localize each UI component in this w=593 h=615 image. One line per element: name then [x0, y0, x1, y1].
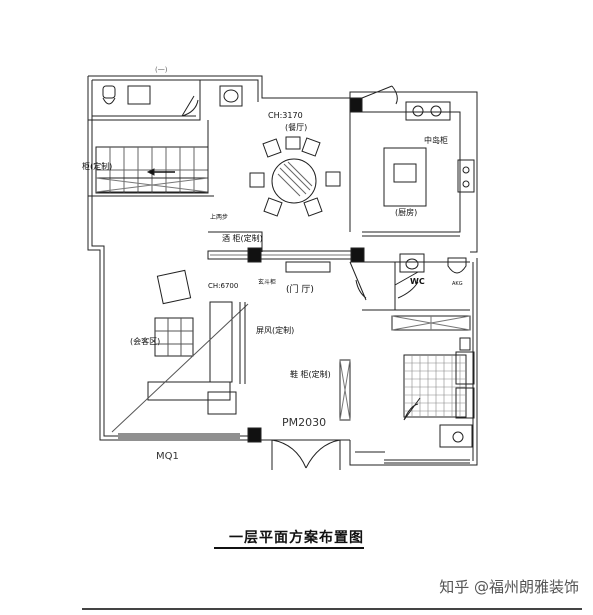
wine-cabinet-label: 酒 柜(定制)	[222, 233, 263, 243]
living-label: (会客区)	[130, 336, 160, 346]
shoe-cabinet	[339, 359, 351, 421]
screen-partition	[239, 302, 246, 384]
kitchen-door-swing	[361, 85, 398, 105]
wc-basin	[399, 253, 425, 273]
bed-rug	[403, 354, 467, 418]
nightstand	[455, 351, 475, 385]
entry-cabinet-label: 玄斗柜	[258, 278, 276, 286]
foyer-label: (门 厅)	[286, 283, 314, 295]
entry-cabinet-block	[285, 261, 331, 273]
plan-title: 一层平面方案布置图	[229, 530, 364, 546]
kitchen-counter	[405, 101, 451, 121]
kitchen-side-counter	[457, 159, 475, 193]
right-wall	[349, 258, 478, 466]
living-diagonal	[111, 303, 249, 433]
cooktop-burner	[412, 105, 424, 117]
toilet-bowl	[102, 97, 116, 105]
nightstand	[455, 387, 475, 419]
exterior-wall	[87, 75, 478, 441]
bedroom-door-swing	[403, 397, 421, 421]
small-code-label: AKG	[452, 281, 463, 287]
column	[247, 427, 262, 443]
living-height-label: CH:6700	[208, 282, 238, 290]
bathtub	[127, 85, 151, 105]
window-code-label: MQ1	[156, 451, 179, 462]
main-door	[271, 439, 341, 470]
upper-basin	[219, 85, 243, 107]
toilet	[102, 85, 116, 99]
shoe-cabinet-label: 鞋 柜(定制)	[290, 369, 331, 379]
hob-burner	[462, 180, 470, 188]
screen-label: 屏风(定制)	[256, 325, 294, 335]
up-two-steps-label: 上两步	[210, 213, 228, 221]
bottom-notch	[349, 440, 385, 465]
bottom-rule	[82, 608, 582, 610]
kitchen-label: (厨房)	[395, 207, 417, 217]
custom-cabinet-label: 柜(定制)	[82, 161, 112, 171]
column	[350, 247, 365, 263]
wc-wall	[362, 261, 470, 311]
wc-basin-bowl	[405, 258, 419, 270]
stair-partition	[88, 120, 214, 197]
dining-height-label: CH:3170	[268, 111, 303, 120]
sofa-set	[147, 269, 237, 415]
island-cabinet-block	[383, 147, 427, 207]
wardrobe	[391, 315, 471, 331]
door-code-label: PM2030	[282, 416, 326, 429]
hob-burner	[462, 166, 470, 174]
desk-chair	[452, 431, 464, 443]
exterior-wall-inner	[91, 79, 259, 437]
column	[349, 97, 363, 113]
column	[247, 247, 262, 263]
bedroom-window	[384, 459, 470, 464]
dining-partition	[208, 100, 351, 252]
wine-cabinet	[207, 250, 354, 260]
watermark: 知乎 @福州朗雅装饰	[439, 578, 579, 596]
dining-label: (餐厅)	[285, 123, 307, 132]
staircase	[95, 146, 209, 194]
title-underline	[214, 547, 364, 549]
wc-label: WC	[410, 277, 425, 286]
upper-door-swing	[181, 95, 199, 117]
kitchen-wall	[350, 111, 461, 237]
front-window	[118, 433, 240, 439]
top-code-label: (一)	[155, 66, 168, 74]
cooktop-burner	[430, 105, 442, 117]
wc-toilet	[447, 257, 467, 274]
side-window	[459, 337, 471, 351]
desk	[439, 424, 473, 448]
upper-sink	[223, 89, 239, 103]
upper-bath-wall	[88, 80, 201, 121]
island-sink	[393, 163, 417, 183]
island-cabinet-label: 中岛柜	[424, 135, 448, 145]
entry-door-swing	[349, 261, 367, 301]
wc-door-swing	[394, 271, 419, 299]
dining-table	[249, 136, 341, 217]
